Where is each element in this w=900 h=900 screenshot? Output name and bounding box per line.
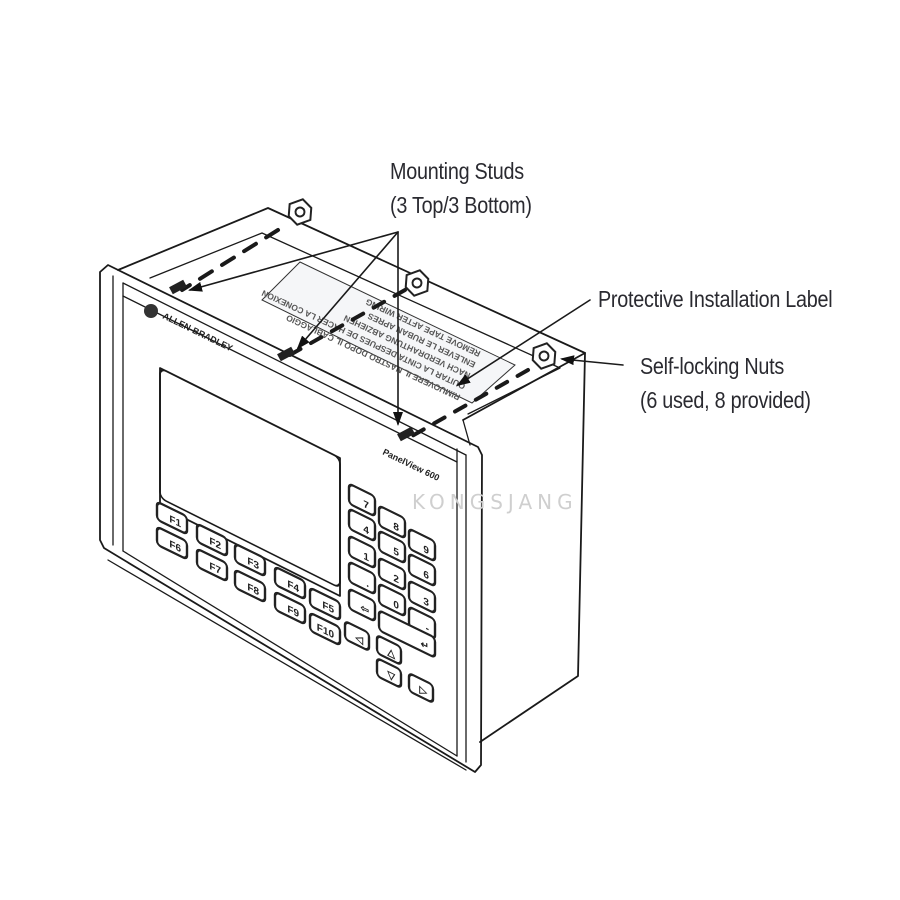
callout-title: Mounting Studs [390,158,524,184]
hex-nut-icon [287,198,313,226]
key-label: F6 [169,538,181,555]
function-key-f8[interactable]: F8 [233,569,267,603]
key-label: 8 [393,520,399,534]
callout-subtitle: (6 used, 8 provided) [640,387,811,413]
nav-left-key[interactable]: ◁ [343,621,371,651]
mounting-studs [169,228,530,442]
key-label: 0 [393,598,399,612]
enter-key[interactable]: ↵ [377,610,437,658]
mounting-stud [397,426,415,442]
function-key-f6[interactable]: F6 [155,526,189,560]
key-label: F7 [209,560,221,577]
arrow-to-nut [560,355,624,366]
key-label: F9 [287,603,299,620]
callout-mounting-studs: Mounting Studs (3 Top/3 Bottom) [390,154,532,222]
key-label: ⇦ [360,601,369,617]
function-key-f4[interactable]: F4 [273,566,307,600]
display-screen-outline [159,367,341,597]
key-label: F8 [247,581,259,598]
numeric-key[interactable]: 5 [377,530,407,564]
key-label: ↵ [421,638,429,653]
mounting-stud [277,346,295,362]
numeric-key[interactable]: 3 [407,580,437,614]
arrow-to-top-stud-left [188,231,399,292]
callout-title: Self-locking Nuts [640,353,785,379]
allen-bradley-logo-icon [144,304,158,318]
key-label: 2 [393,572,399,586]
watermark: KONGSJANG [412,490,578,514]
brand-name: ALLEN-BRADLEY [161,311,234,354]
numeric-key[interactable]: 9 [407,528,437,562]
key-label: . [366,578,369,591]
numeric-key[interactable]: 8 [377,505,407,539]
numeric-key[interactable]: 4 [347,508,377,542]
arrow-to-top-stud-middle [296,231,399,350]
key-label: - [426,622,430,635]
numeric-key[interactable]: 7 [347,483,377,517]
mounting-stud [169,279,187,295]
numeric-key[interactable]: 0 [377,583,407,617]
callout-protective-label: Protective Installation Label [598,282,833,316]
model-badge: PanelView 600 [381,447,441,483]
key-label: 7 [363,498,369,512]
backspace-key[interactable]: ⇦ [347,588,377,622]
function-key-f3[interactable]: F3 [233,543,267,577]
self-locking-nuts [287,198,557,370]
key-label: 9 [423,543,429,557]
numeric-key[interactable]: . [347,561,377,595]
key-label: 6 [423,568,429,582]
key-label: ▽ [386,668,395,684]
key-label: F4 [287,578,299,595]
key-label: F1 [169,513,181,530]
key-label: 3 [423,595,429,609]
numeric-key[interactable]: 2 [377,557,407,591]
numeric-key[interactable]: 6 [407,553,437,587]
numeric-key[interactable]: 1 [347,535,377,569]
key-label: F5 [322,599,334,616]
numeric-keypad: 7 8 9 4 5 6 1 2 3. 0 - ⇦ ↵ ◁ △ ▽ ▷ [343,483,437,703]
key-label: △ [386,645,395,661]
nav-down-key[interactable]: ▽ [375,658,403,688]
protective-installation-label: RIMUOVERE IL NASTRO DOPO IL CABLAGGIO QU… [260,261,516,404]
front-bezel [99,264,483,773]
key-label: F2 [209,535,221,552]
function-key-f1[interactable]: F1 [155,501,189,535]
function-key-f5[interactable]: F5 [308,587,342,621]
callout-title: Protective Installation Label [598,286,833,312]
callout-subtitle: (3 Top/3 Bottom) [390,192,532,218]
arrow-to-protective-label [456,299,591,387]
function-key-f2[interactable]: F2 [195,523,229,557]
function-key-f10[interactable]: F10 [308,612,342,646]
key-label: 5 [393,545,399,559]
key-label: ▷ [418,683,427,699]
housing-right-face [462,352,586,743]
leader-arrows [188,231,624,426]
function-key-f9[interactable]: F9 [273,591,307,625]
key-label: 4 [363,523,369,537]
nav-up-key[interactable]: △ [375,635,403,665]
callout-self-locking-nuts: Self-locking Nuts (6 used, 8 provided) [640,349,811,417]
hex-nut-icon [404,269,430,297]
key-label: ◁ [354,631,363,647]
hex-nut-icon [531,342,557,370]
nav-right-key[interactable]: ▷ [407,673,435,703]
key-label: F3 [247,555,259,572]
key-label: 1 [363,550,369,564]
function-key-f7[interactable]: F7 [195,548,229,582]
